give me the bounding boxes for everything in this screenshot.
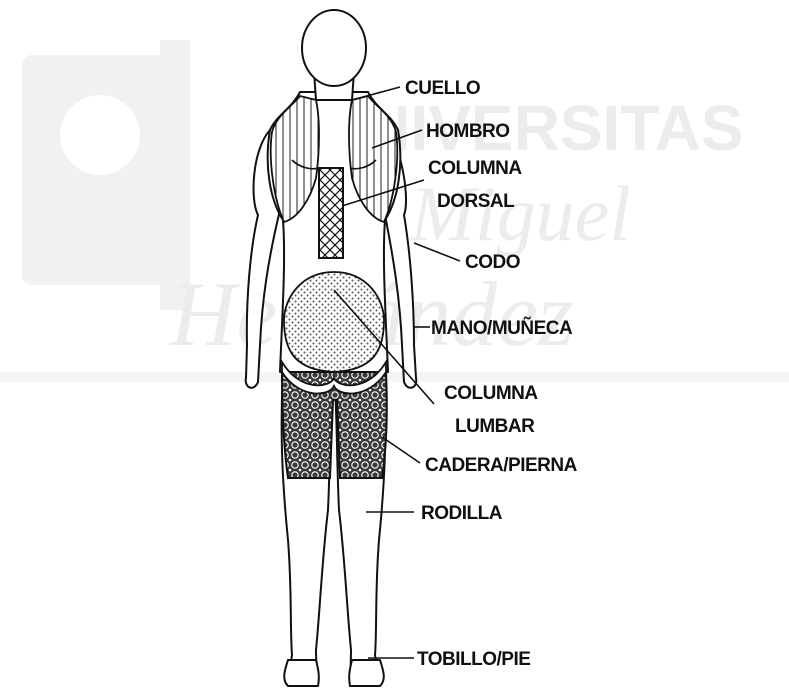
- label-hombro: HOMBRO: [426, 121, 510, 142]
- watermark-logo: [22, 40, 190, 310]
- dorsal-spine-region: [319, 168, 343, 258]
- label-cuello: CUELLO: [405, 78, 480, 99]
- label-cadera-pierna: CADERA/PIERNA: [425, 455, 578, 476]
- lumbar-region: [284, 272, 384, 372]
- right-foot: [349, 660, 384, 686]
- label-columna-lumbar-2: LUMBAR: [455, 416, 535, 437]
- label-columna-dorsal-2: DORSAL: [437, 191, 515, 212]
- label-codo: CODO: [465, 252, 520, 273]
- label-columna-lumbar-1: COLUMNA: [444, 383, 538, 404]
- label-rodilla: RODILLA: [421, 503, 503, 524]
- left-foot: [284, 660, 319, 686]
- watermark-miguel: Miguel: [409, 170, 631, 257]
- label-columna-dorsal-1: COLUMNA: [428, 158, 522, 179]
- label-tobillo-pie: TOBILLO/PIE: [417, 649, 530, 670]
- label-mano-muneca: MANO/MUÑECA: [431, 317, 573, 339]
- head: [302, 10, 366, 86]
